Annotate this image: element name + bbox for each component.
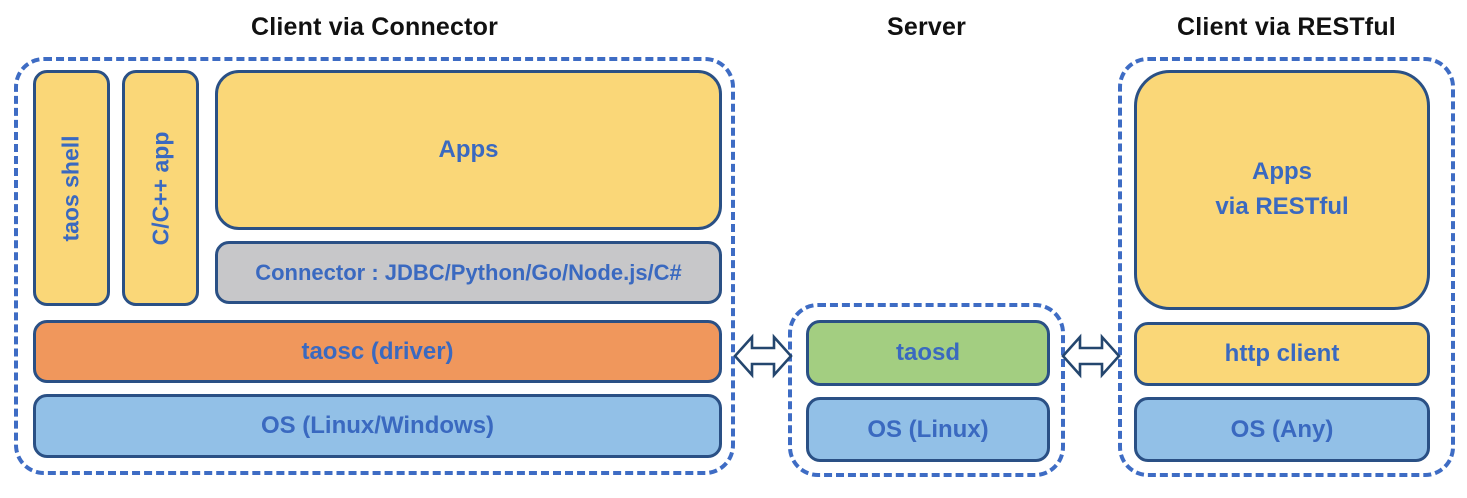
- os-any-box: OS (Any): [1134, 397, 1430, 462]
- client-restful-group: [1118, 57, 1455, 477]
- server-group: [788, 303, 1065, 477]
- os-linux-windows-box: OS (Linux/Windows): [33, 394, 722, 458]
- taosd-label: taosd: [895, 339, 960, 366]
- connector-label: Connector : JDBC/Python/Go/Node.js/C#: [255, 259, 682, 285]
- left-bidirectional-arrow-icon: [733, 333, 793, 379]
- taosd-box: taosd: [806, 320, 1050, 386]
- taosc-driver-box: taosc (driver): [33, 320, 722, 383]
- os-linux-windows-label: OS (Linux/Windows): [260, 412, 495, 439]
- connector-box: Connector : JDBC/Python/Go/Node.js/C#: [215, 241, 722, 304]
- os-linux-box: OS (Linux): [806, 397, 1050, 462]
- http-client-box: http client: [1134, 322, 1430, 386]
- client-restful-title: Client via RESTful: [1177, 13, 1396, 41]
- apps-box: Apps: [215, 70, 722, 230]
- server-title: Server: [886, 13, 967, 41]
- taosc-driver-label: taosc (driver): [301, 337, 454, 365]
- taos-shell-label: taos shell: [58, 134, 85, 242]
- client-connector-title: Client via Connector: [250, 13, 499, 41]
- apps-label: Apps: [438, 136, 499, 163]
- taos-shell-box: taos shell: [33, 70, 110, 306]
- cpp-app-box: C/C++ app: [122, 70, 199, 306]
- http-client-label: http client: [1224, 340, 1340, 367]
- apps-via-restful-box: Apps via RESTful: [1134, 70, 1430, 310]
- client-connector-group: [14, 57, 735, 475]
- os-linux-label: OS (Linux): [867, 415, 989, 443]
- os-any-label: OS (Any): [1230, 415, 1334, 443]
- right-bidirectional-arrow-icon: [1061, 333, 1121, 379]
- apps-via-restful-label: Apps via RESTful: [1215, 158, 1349, 220]
- cpp-app-label: C/C++ app: [147, 131, 174, 245]
